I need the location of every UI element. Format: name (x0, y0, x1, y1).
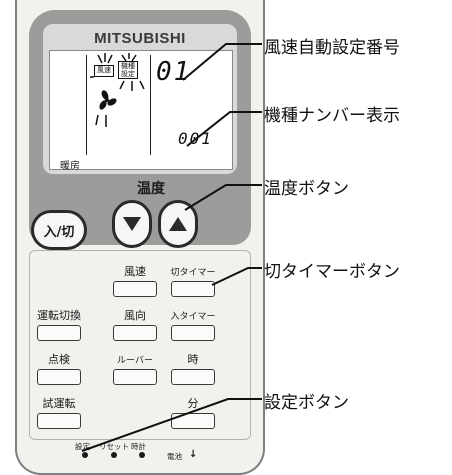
reset-label: リセット (99, 442, 129, 451)
leader-line-off-timer (211, 267, 262, 286)
setting-pinhole-button[interactable] (82, 452, 88, 458)
fan-speed-number: 01 (156, 57, 192, 87)
minute-button[interactable] (171, 413, 215, 429)
hour-button[interactable] (171, 369, 215, 385)
fan-speed-button[interactable] (113, 281, 157, 297)
callout-fan-speed-auto-setting-number: 風速自動設定番号 (264, 38, 400, 58)
run-switch-label: 運転切換 (37, 309, 81, 322)
fan-direction-label: 風向 (124, 309, 146, 322)
upper-panel: MITSUBISHI 風速 機種 設定 (29, 10, 251, 250)
callout-off-timer-button: 切タイマーボタン (264, 262, 400, 282)
lcd-divider (86, 55, 87, 155)
minute-label: 分 (187, 397, 199, 410)
reset-pinhole-button[interactable] (111, 452, 117, 458)
hour-label: 時 (187, 353, 199, 366)
run-switch-button[interactable] (37, 325, 81, 341)
fan-direction-button[interactable] (113, 325, 157, 341)
brand-logo: MITSUBISHI (94, 30, 186, 47)
blink-rays-icon (90, 53, 145, 91)
leader-line-setting (81, 398, 262, 452)
callout-setting-button: 設定ボタン (264, 393, 349, 413)
off-timer-label: 切タイマー (170, 268, 216, 278)
fan-speed-tag: 風速 (94, 65, 114, 77)
lcd-display: 風速 機種 設定 (49, 50, 233, 172)
off-timer-button[interactable] (171, 281, 215, 297)
on-off-button[interactable]: 入/切 (31, 210, 87, 250)
battery-label: 電池 (167, 452, 182, 461)
temperature-label: 温度 (137, 181, 165, 197)
lower-panel: 風速 切タイマー 運転切換 風向 入タイマー 点検 ルーバー 時 試運転 分 (29, 250, 251, 440)
temperature-up-button[interactable] (158, 200, 198, 248)
inspect-label: 点検 (48, 353, 70, 366)
inspect-button[interactable] (37, 369, 81, 385)
mode-label: 暖房 (60, 161, 80, 172)
callout-temperature-button: 温度ボタン (264, 179, 349, 199)
model-setting-tag: 機種 設定 (118, 61, 138, 79)
clock-pinhole-button[interactable] (139, 452, 145, 458)
louver-button[interactable] (113, 369, 157, 385)
rays-icon (95, 114, 107, 127)
temperature-down-button[interactable] (112, 200, 152, 248)
leader-line-model-number (186, 111, 262, 147)
triangle-down-icon (123, 217, 141, 231)
lcd-divider (150, 55, 151, 155)
leader-line-fan-speed (182, 43, 262, 81)
callout-model-number-display: 機種ナンバー表示 (264, 106, 400, 126)
fan-icon (99, 90, 117, 110)
on-timer-button[interactable] (171, 325, 215, 341)
leader-line-temperature (184, 184, 262, 211)
fan-speed-label: 風速 (124, 265, 146, 278)
test-run-button[interactable] (37, 413, 81, 429)
setting-label: 設定 (75, 442, 90, 451)
test-run-label: 試運転 (42, 397, 76, 410)
lcd-frame: MITSUBISHI 風速 機種 設定 (43, 24, 237, 174)
remote-control: MITSUBISHI 風速 機種 設定 (15, 0, 265, 475)
on-off-label: 入/切 (43, 224, 75, 240)
arrow-down-icon: ↓ (189, 449, 198, 460)
clock-label: 時計 (131, 442, 146, 451)
triangle-up-icon (169, 217, 187, 231)
on-timer-label: 入タイマー (170, 312, 216, 322)
louver-label: ルーバー (117, 356, 153, 366)
